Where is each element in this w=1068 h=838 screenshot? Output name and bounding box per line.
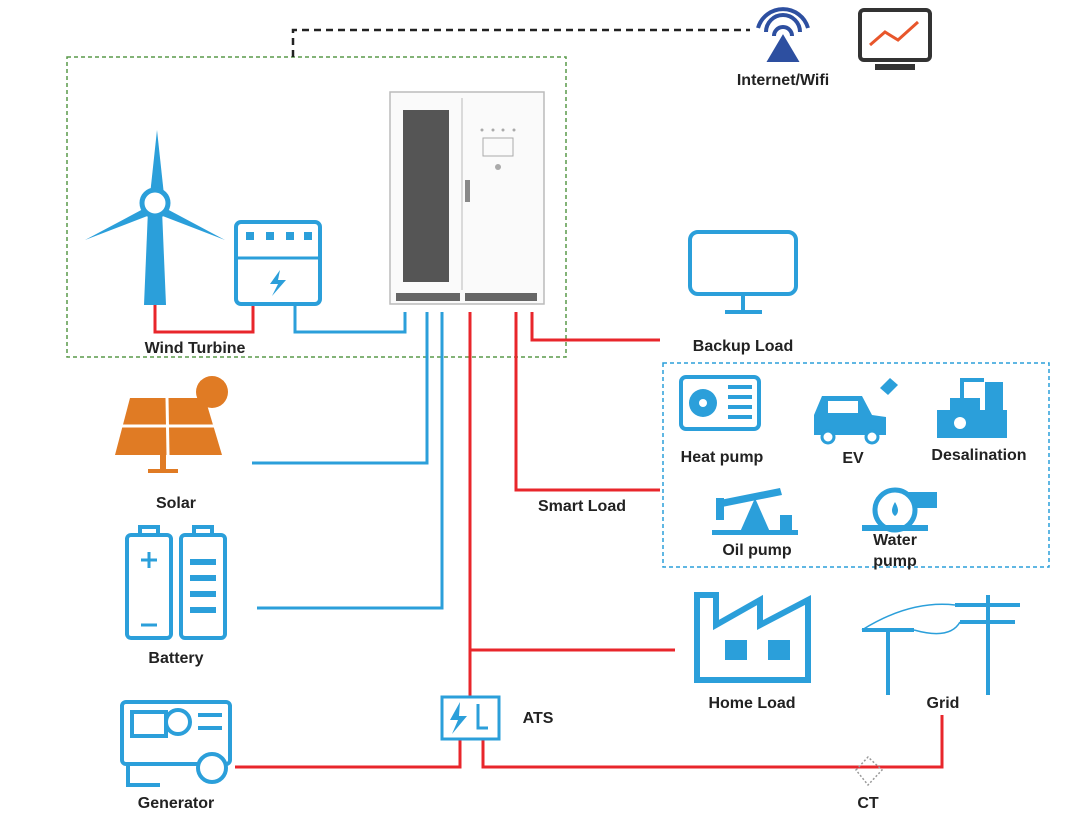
ats-icon — [440, 695, 501, 741]
ev-label: EV — [842, 450, 864, 467]
heat-pump-icon — [679, 375, 761, 431]
generator-icon — [120, 700, 232, 787]
smart-load-group — [662, 362, 1050, 568]
ac-wires — [153, 305, 944, 769]
internet-label: Internet/Wifi — [737, 72, 829, 89]
ev-icon — [814, 378, 898, 445]
grid-label: Grid — [927, 695, 960, 712]
ess-cabinet-icon — [389, 91, 545, 305]
desalination-icon — [937, 378, 1007, 438]
dc-wires — [252, 305, 444, 610]
ct-icon — [855, 755, 884, 787]
comm-line — [291, 28, 750, 57]
wind-turbine-icon — [85, 130, 225, 305]
wind-turbine-label: Wind Turbine — [145, 340, 246, 357]
ats-label: ATS — [523, 710, 554, 727]
solar-panel-icon — [115, 376, 228, 473]
oil-pump-icon — [712, 488, 798, 535]
heat-pump-label: Heat pump — [681, 449, 764, 466]
backup-monitor-icon — [688, 230, 798, 314]
battery-icon — [125, 525, 227, 640]
water-pump-label-2: pump — [873, 553, 917, 570]
generator-label: Generator — [138, 795, 214, 812]
controller-icon — [234, 220, 322, 306]
backup-load-label: Backup Load — [693, 338, 793, 355]
smart-load-label: Smart Load — [538, 498, 626, 515]
power-pole-icon — [861, 595, 1020, 695]
ct-label: CT — [857, 795, 879, 812]
desalination-label: Desalination — [931, 447, 1026, 464]
oil-pump-label: Oil pump — [722, 542, 792, 559]
water-pump-icon — [862, 487, 937, 533]
home-load-label: Home Load — [708, 695, 795, 712]
battery-label: Battery — [148, 650, 203, 667]
monitor-chart-icon — [858, 8, 932, 70]
wifi-icon — [756, 7, 810, 62]
water-pump-label-1: Water — [873, 532, 917, 549]
solar-label: Solar — [156, 495, 196, 512]
factory-icon — [694, 592, 811, 683]
